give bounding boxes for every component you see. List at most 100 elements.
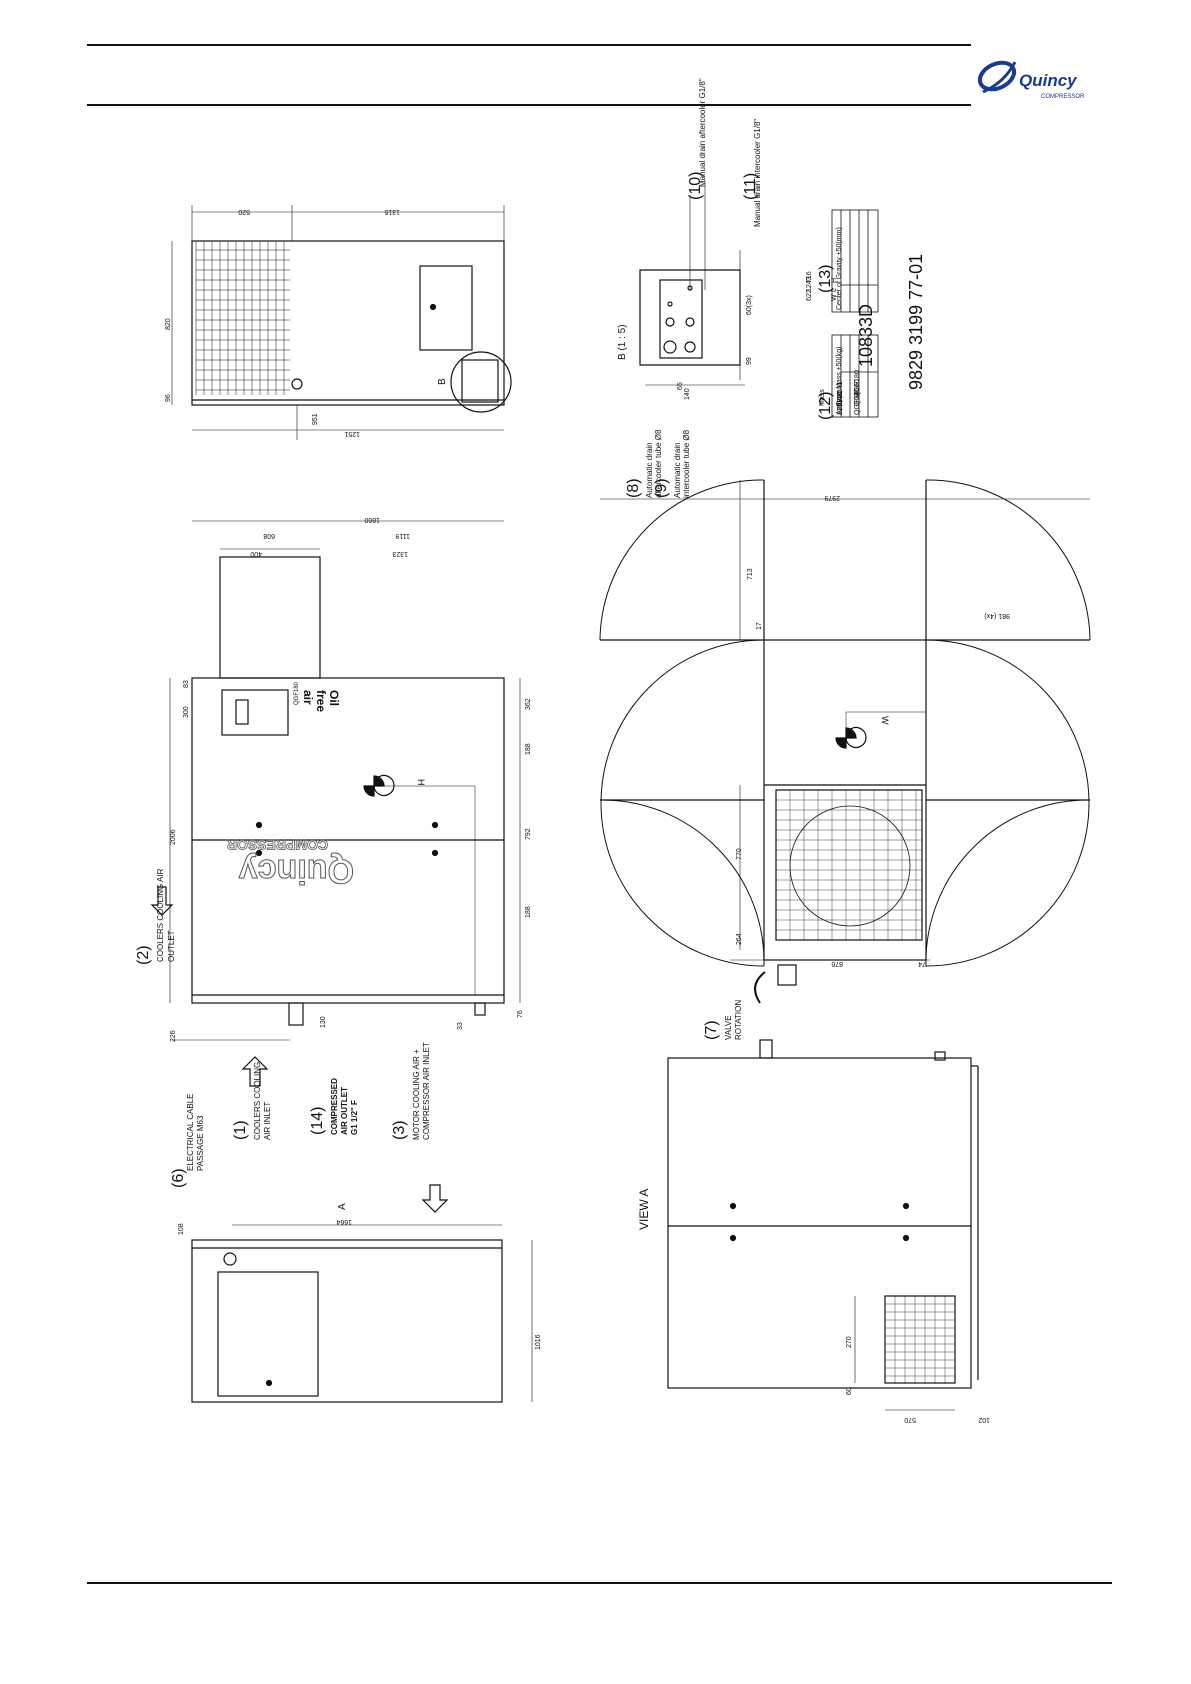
cog-row-1-axis: W — [831, 294, 838, 301]
panel-oil: Oil — [327, 690, 341, 706]
quincy-panel-sub: COMPRESSOR — [227, 837, 328, 853]
dim-33: 33 — [457, 1022, 464, 1030]
callout-8-line1: Automatic drain — [645, 442, 654, 498]
view-a — [667, 1039, 979, 1411]
dim-140: 140 — [684, 388, 691, 400]
cog-label-h: H — [416, 779, 426, 786]
callout-8-line2: aftercooler tube Ø8 — [654, 429, 663, 498]
cog-row-1-val: 622 — [806, 289, 813, 301]
dim-770: 770 — [736, 848, 743, 860]
dim-1016: 1016 — [535, 1334, 542, 1350]
dim-1860: 1860 — [364, 516, 380, 523]
detail-b-title: B (1 : 5) — [617, 324, 628, 360]
callout-2-num: (2) — [135, 945, 152, 965]
mass-table-col-type: Type — [836, 391, 843, 406]
callout-9-line1: Automatic drain — [673, 442, 682, 498]
outlet-arrow-icon — [150, 886, 174, 916]
cog-label-w: W — [880, 716, 890, 725]
dim-1315: 1315 — [384, 208, 400, 215]
dim-83: 83 — [183, 680, 190, 688]
dim-951: 951 — [312, 413, 319, 425]
dim-570: 570 — [904, 1416, 916, 1423]
mass-table-title: Approx. Mass ±50(kg) — [836, 347, 843, 415]
callout-9-line2: intercooler tube Ø8 — [682, 429, 691, 498]
callout-8-num: (8) — [625, 478, 642, 498]
dim-981: 981 (4x) — [984, 612, 1010, 619]
dim-1119: 1119 — [395, 532, 410, 539]
callout-13-num: (13) — [817, 265, 834, 293]
dim-226: 226 — [170, 1030, 177, 1042]
dim-60-3x: 60(3x) — [746, 295, 753, 315]
callout-6-line2: PASSAGE M63 — [196, 1115, 205, 1171]
callout-3-line1: MOTOR COOLING AIR + — [412, 1049, 421, 1140]
drawing-revision: 10833D — [856, 304, 876, 367]
dim-60: 60 — [846, 1387, 853, 1395]
dim-76: 76 — [517, 1010, 524, 1018]
callout-1-line2: AIR INLET — [263, 1102, 272, 1140]
callout-14-line2: AIR OUTLET — [340, 1087, 349, 1135]
top-view — [171, 205, 512, 440]
side-view — [169, 520, 521, 1041]
callout-6-num: (6) — [170, 1168, 187, 1188]
detail-b-view — [639, 180, 745, 386]
callout-14-num: (14) — [309, 1107, 326, 1135]
callout-10-num: (10) — [687, 172, 704, 200]
cog-table-frame — [831, 209, 879, 313]
dim-400: 400 — [250, 550, 262, 557]
quincy-logo: Quincy COMPRESSOR — [975, 52, 1115, 104]
mass-row-3-type: QGF180 — [854, 370, 861, 397]
callout-12-num: (12) — [817, 392, 834, 420]
callout-6-line1: ELECTRICAL CABLE — [186, 1093, 195, 1171]
arrow-a-label: A — [337, 1203, 348, 1210]
callout-10-line1: Manual drain aftercooler G1/8" — [698, 78, 707, 187]
cog-row-3-val: 716 — [806, 271, 813, 283]
callout-7-num: (7) — [703, 1020, 720, 1040]
mass-row-1-type: QGF140 — [854, 388, 861, 415]
callout-7-line2: ROTATION — [734, 1000, 743, 1040]
dim-264: 264 — [736, 933, 743, 945]
callout-1-line1: COOLERS COOLING — [253, 1062, 262, 1140]
mass-row-2-mass: 1321 — [837, 390, 844, 406]
quincy-panel-logo: Quincy — [239, 852, 354, 890]
dim-2006: 2006 — [170, 829, 177, 845]
cog-row-3-axis: H — [831, 278, 838, 283]
motor-air-arrow-icon — [421, 1184, 449, 1213]
dim-188-a: 188 — [525, 906, 532, 918]
header-rule-top — [87, 44, 971, 46]
cog-row-2-val: 1243 — [806, 276, 813, 292]
callout-9-num: (9) — [653, 478, 670, 498]
dim-74: 74 — [918, 960, 926, 967]
detail-b-marker: B — [437, 378, 448, 385]
footer-rule — [87, 1582, 1112, 1584]
dim-820: 820 — [165, 318, 172, 330]
callout-2-line1: COOLERS COOLING AIR — [156, 868, 165, 962]
drawing-number: 9829 3199 77-01 — [906, 254, 926, 390]
dim-608: 608 — [263, 532, 275, 539]
dim-130: 130 — [320, 1016, 327, 1028]
dim-1251: 1251 — [344, 430, 360, 437]
svg-text:COMPRESSOR: COMPRESSOR — [1041, 94, 1085, 100]
mass-row-2-type: QGF160 — [854, 379, 861, 406]
panel-free: free — [314, 690, 328, 712]
callout-14-line1: COMPRESSED — [330, 1078, 339, 1135]
callout-11-line1: Manual drain intercooler G1/8" — [753, 119, 762, 227]
panel-air: air — [301, 690, 315, 705]
dim-270: 270 — [846, 1336, 853, 1348]
callout-7-line1: VALVE — [724, 1015, 733, 1040]
mass-table-col-mass: Mass — [819, 389, 826, 406]
cog-table-title: Center of Gravity ±50(mm) — [836, 227, 843, 310]
dim-2979: 2979 — [824, 494, 840, 501]
dim-713: 713 — [747, 568, 754, 580]
inlet-arrow-icon — [241, 1056, 269, 1087]
dim-96: 96 — [165, 394, 172, 402]
header-rule-bottom — [87, 104, 971, 106]
callout-1-num: (1) — [232, 1120, 249, 1140]
dim-876: 876 — [831, 960, 843, 967]
dim-188-b: 188 — [525, 743, 532, 755]
dim-362: 362 — [525, 698, 532, 710]
dim-520: 520 — [238, 208, 250, 215]
mass-table-frame — [831, 334, 879, 418]
callout-2-line2: OUTLET — [167, 930, 176, 962]
dim-17: 17 — [756, 622, 763, 630]
